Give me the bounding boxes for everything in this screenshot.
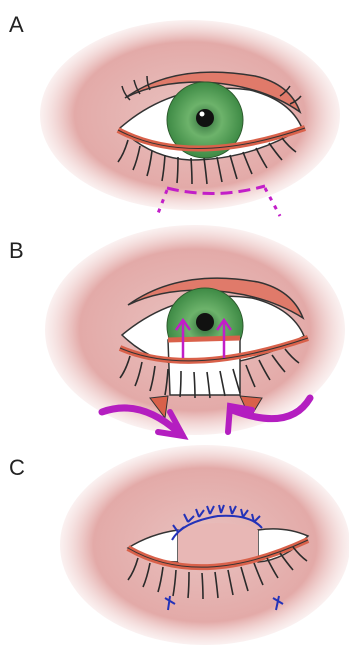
- panel-b-eye: [45, 225, 345, 436]
- panel-c-eye: [60, 445, 349, 645]
- panel-c-flap-skin: [178, 523, 258, 565]
- panel-b-lid-flap: [168, 338, 240, 395]
- panel-a-eye: [40, 20, 340, 216]
- panel-b-pupil: [196, 313, 214, 331]
- panel-a-pupil: [196, 109, 214, 127]
